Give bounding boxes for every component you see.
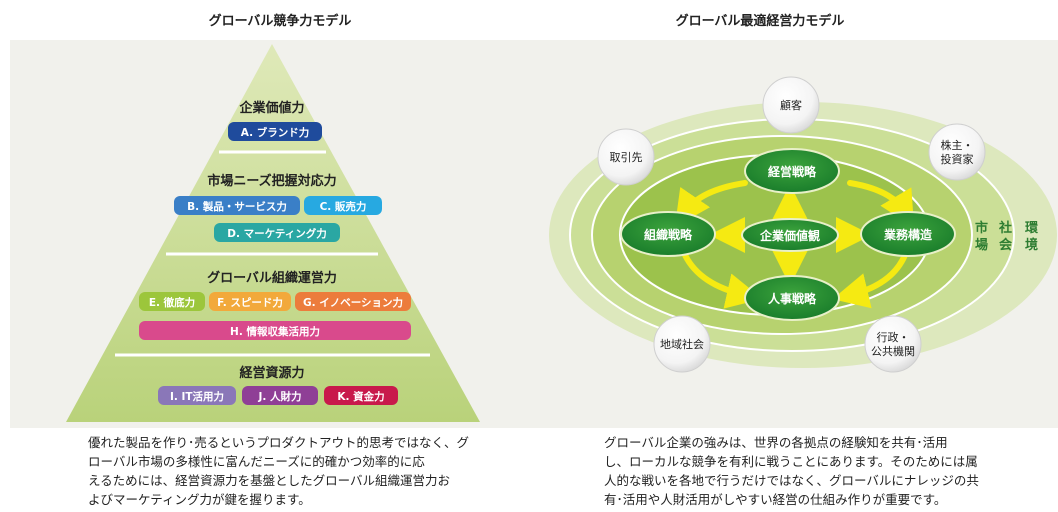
pill-g: G. イノベーション力 xyxy=(295,292,411,311)
svg-text:D. マーケティング力: D. マーケティング力 xyxy=(227,227,327,240)
left-title: グローバル競争力モデル xyxy=(208,14,352,29)
svg-text:業務構造: 業務構造 xyxy=(883,227,933,242)
svg-text:人事戦略: 人事戦略 xyxy=(768,291,817,306)
pill-e: E. 徹底力 xyxy=(139,292,205,311)
svg-text:G. イノベーション力: G. イノベーション力 xyxy=(303,296,403,309)
tier-heading: グローバル組織運営力 xyxy=(207,270,337,286)
node-management-strategy: 経営戦略 xyxy=(744,148,840,194)
right-title: グローバル最適経営力モデル xyxy=(675,14,845,29)
bubble-customer: 顧客 xyxy=(762,76,820,134)
ring-label-environment: 環境 xyxy=(1025,221,1039,253)
node-business-structure: 業務構造 xyxy=(860,211,956,257)
svg-text:A. ブランド力: A. ブランド力 xyxy=(241,126,309,139)
svg-text:K. 資金力: K. 資金力 xyxy=(337,390,384,403)
svg-text:企業価値観: 企業価値観 xyxy=(759,228,820,243)
svg-text:C. 販売力: C. 販売力 xyxy=(320,200,367,213)
tier-heading: 経営資源力 xyxy=(239,365,304,381)
node-hr-strategy: 人事戦略 xyxy=(744,275,840,321)
pill-f: F. スピード力 xyxy=(209,292,291,311)
node-organization-strategy: 組織戦略 xyxy=(620,211,716,257)
svg-text:F. スピード力: F. スピード力 xyxy=(217,296,283,309)
ring-label-society: 社会 xyxy=(998,220,1013,253)
svg-text:J. 人財力: J. 人財力 xyxy=(257,390,301,403)
tier-heading: 企業価値力 xyxy=(238,100,304,116)
pill-j: J. 人財力 xyxy=(242,386,318,405)
svg-text:経営戦略: 経営戦略 xyxy=(768,164,817,179)
pill-i: I. IT活用力 xyxy=(158,386,236,405)
svg-text:取引先: 取引先 xyxy=(610,150,643,164)
bubble-supplier: 取引先 xyxy=(597,128,655,186)
svg-text:地域社会: 地域社会 xyxy=(660,337,704,351)
pill-a: A. ブランド力 xyxy=(228,122,322,141)
bubble-community: 地域社会 xyxy=(653,315,711,373)
svg-text:I. IT活用力: I. IT活用力 xyxy=(170,390,224,403)
pill-h: H. 情報収集活用力 xyxy=(139,321,411,340)
svg-text:H. 情報収集活用力: H. 情報収集活用力 xyxy=(230,325,320,338)
competitiveness-pyramid: 企業価値力 市場ニーズ把握対応力 グローバル組織運営力 経営資源力 A. ブラン… xyxy=(66,44,480,422)
right-caption: グローバル企業の強みは、世界の各拠点の経験知を共有･活用 し、ローカルな競争を有… xyxy=(604,435,979,507)
center-node: 企業価値観 xyxy=(741,218,839,252)
cycle-arrows xyxy=(674,180,915,309)
svg-text:顧客: 顧客 xyxy=(780,98,802,112)
tier-heading: 市場ニーズ把握対応力 xyxy=(207,173,336,189)
pill-b: B. 製品・サービス力 xyxy=(174,196,300,215)
bubble-shareholder: 株主・投資家 xyxy=(928,123,986,181)
pill-d: D. マーケティング力 xyxy=(214,223,340,242)
bubble-government: 行政・公共機関 xyxy=(864,315,922,373)
left-caption: 優れた製品を作り･売るというプロダクトアウト的思考ではなく、グ ローバル市場の多… xyxy=(88,435,470,507)
svg-text:組織戦略: 組織戦略 xyxy=(644,227,693,242)
svg-text:E. 徹底力: E. 徹底力 xyxy=(149,296,195,309)
management-model-diagram: 市場 社会 環境 企業価値観 経営戦略 組織戦略 業務構造 人事戦略 xyxy=(549,76,1057,373)
ring-label-market: 市場 xyxy=(975,220,988,253)
svg-text:株主・投資家: 株主・投資家 xyxy=(941,138,974,166)
pill-k: K. 資金力 xyxy=(324,386,398,405)
svg-text:行政・公共機関: 行政・公共機関 xyxy=(871,330,915,358)
pill-c: C. 販売力 xyxy=(304,196,382,215)
svg-text:B. 製品・サービス力: B. 製品・サービス力 xyxy=(187,200,287,213)
